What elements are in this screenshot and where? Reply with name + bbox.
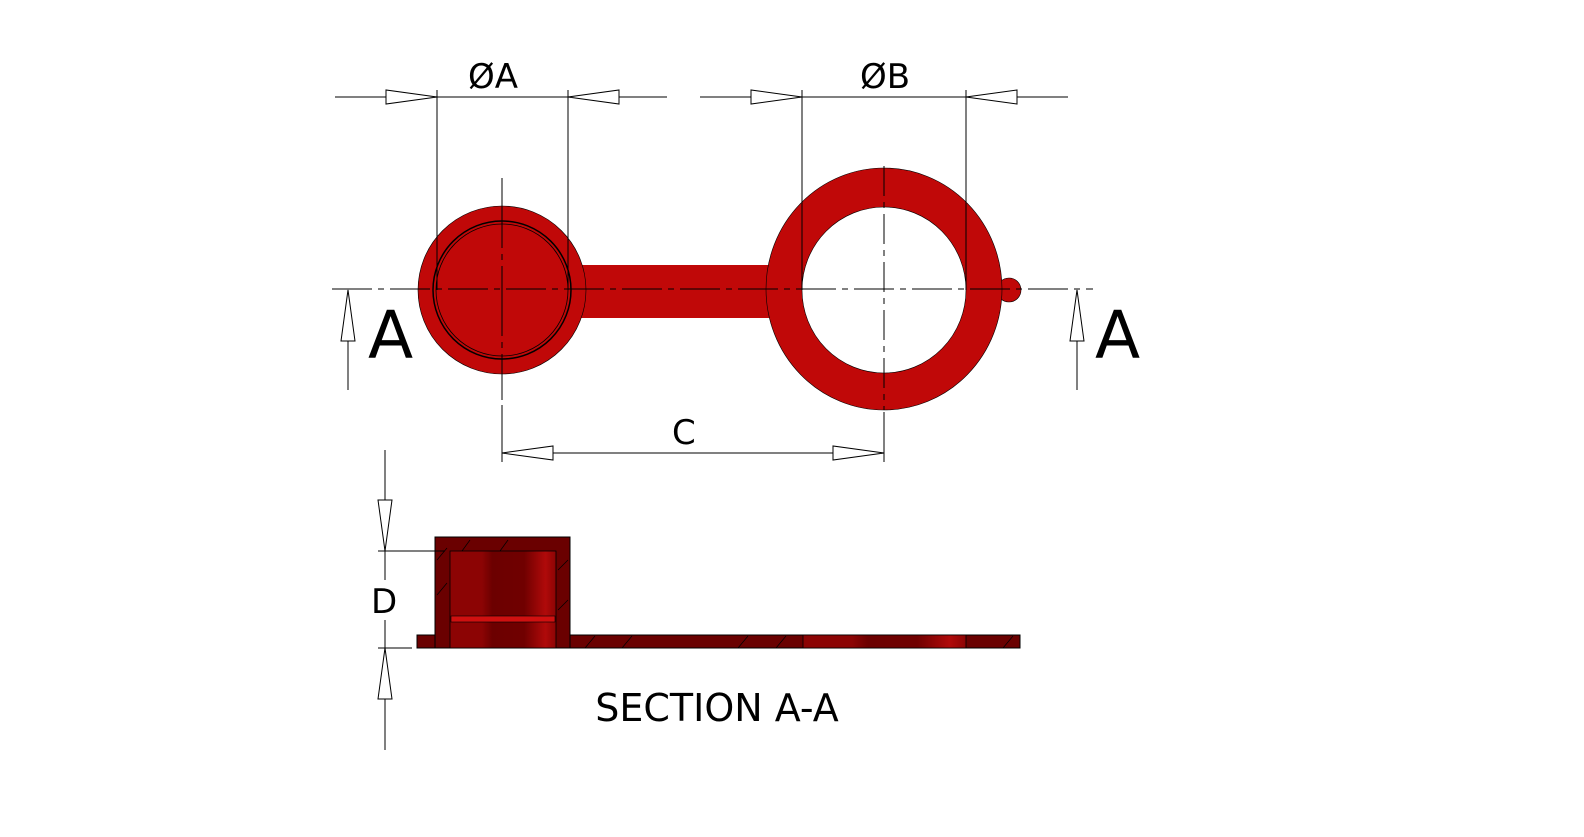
dimension-label-dia-a: ØA [468,57,518,97]
dimension-dia-a [335,89,667,290]
section-marker-right: A [1095,297,1140,374]
section-title: SECTION A-A [595,686,839,730]
dimension-dia-b [700,89,1068,290]
section-view [416,536,1021,649]
dimension-d [377,450,445,750]
top-view [332,166,1093,411]
dimension-c [501,405,885,462]
hatch-lines [436,539,1014,649]
section-marker-left: A [368,297,413,374]
ring-section [802,634,967,649]
cap-bore [449,550,557,649]
dimension-label-d: D [371,582,397,622]
dimension-label-c: C [672,413,696,453]
strap [575,265,775,318]
section-arrow-left [340,289,356,390]
bore-groove [450,615,556,623]
dimension-label-dia-b: ØB [860,57,910,97]
section-arrow-right [1069,289,1085,390]
